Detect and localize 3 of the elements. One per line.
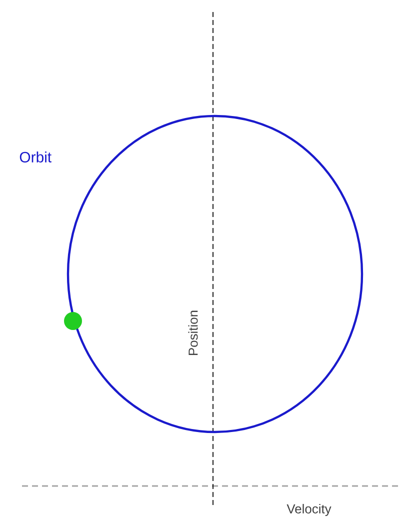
axis-label: Velocity bbox=[286, 504, 332, 516]
orbit-label: Orbit bbox=[20, 152, 52, 162]
axis-label: Position bbox=[188, 310, 198, 355]
